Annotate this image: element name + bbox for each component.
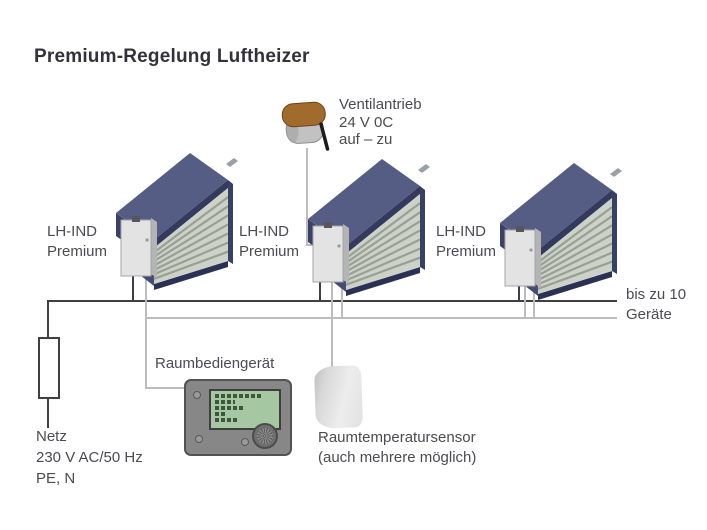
actuator-voltage: 24 V 0C (339, 113, 394, 131)
heater2-label-line2: Premium (239, 243, 300, 260)
heater2-control-wire (341, 281, 343, 319)
heater2-sensor-wire (331, 281, 333, 368)
lcd-text-row (215, 406, 245, 410)
heater-unit-2 (305, 156, 431, 298)
actuator-mode: auf – zu (339, 131, 393, 148)
heater-unit-1 (113, 150, 239, 292)
mains-label-line2: 230 V AC/50 Hz (36, 449, 143, 466)
panel-screw (193, 391, 201, 399)
page-title: Premium-Regelung Luftheizer (34, 46, 310, 67)
heater1-label-line2: Premium (47, 243, 108, 260)
heater3-label-line1: LH-IND (436, 223, 487, 240)
heater3-power-wire (518, 285, 520, 302)
heater3-label: LH-IND Premium (436, 222, 496, 262)
panel-connection-wire (145, 387, 185, 389)
fuse-symbol (38, 337, 60, 399)
room-panel-label: Raumbediengerät (155, 355, 275, 372)
mains-label: Netz 230 V AC/50 Hz PE, N (36, 426, 143, 489)
actuator-label: Ventilantrieb 24 V 0C auf – zu (339, 96, 422, 149)
panel-rotary-knob (252, 423, 278, 449)
panel-lcd-display (209, 389, 281, 430)
bus-note-line1: bis zu 10 (626, 286, 687, 303)
heater-unit-3 (497, 160, 623, 302)
room-sensor-label: Raumtemperatursensor (auch mehrere mögli… (318, 428, 476, 468)
panel-screw (195, 435, 203, 443)
lcd-text-row (215, 400, 235, 404)
heater3-control-wire-a (524, 285, 526, 319)
heater2-power-wire (319, 281, 321, 302)
lcd-text-row (215, 394, 261, 398)
control-bus-line (146, 317, 617, 319)
lcd-text-row (215, 412, 227, 416)
actuator-wire-elbow (306, 244, 315, 246)
heater1-control-and-panel-wire (145, 275, 147, 389)
actuator-lever (319, 122, 330, 151)
heater1-power-wire (132, 275, 134, 302)
room-control-panel (184, 379, 292, 456)
room-sensor-label-line1: Raumtemperatursensor (318, 429, 476, 446)
room-sensor-label-line2: (auch mehrere möglich) (318, 449, 477, 466)
heater3-control-wire-b (533, 285, 535, 319)
knob-texture (257, 428, 273, 444)
actuator-wire (306, 148, 308, 246)
actuator-name: Ventilantrieb (339, 96, 422, 113)
heater3-label-line2: Premium (436, 243, 497, 260)
bus-note: bis zu 10 Geräte (626, 285, 686, 324)
room-temperature-sensor (313, 365, 364, 429)
heater1-label: LH-IND Premium (47, 222, 107, 262)
mains-label-line3: PE, N (36, 470, 76, 487)
heater2-label: LH-IND Premium (239, 222, 299, 262)
lcd-text-row (215, 418, 237, 422)
heater2-label-line1: LH-IND (239, 223, 290, 240)
mains-label-line1: Netz (36, 428, 67, 445)
valve-actuator-icon (281, 101, 330, 151)
bus-note-line2: Geräte (626, 305, 672, 323)
panel-screw (241, 438, 249, 446)
heater1-label-line1: LH-IND (47, 223, 98, 240)
